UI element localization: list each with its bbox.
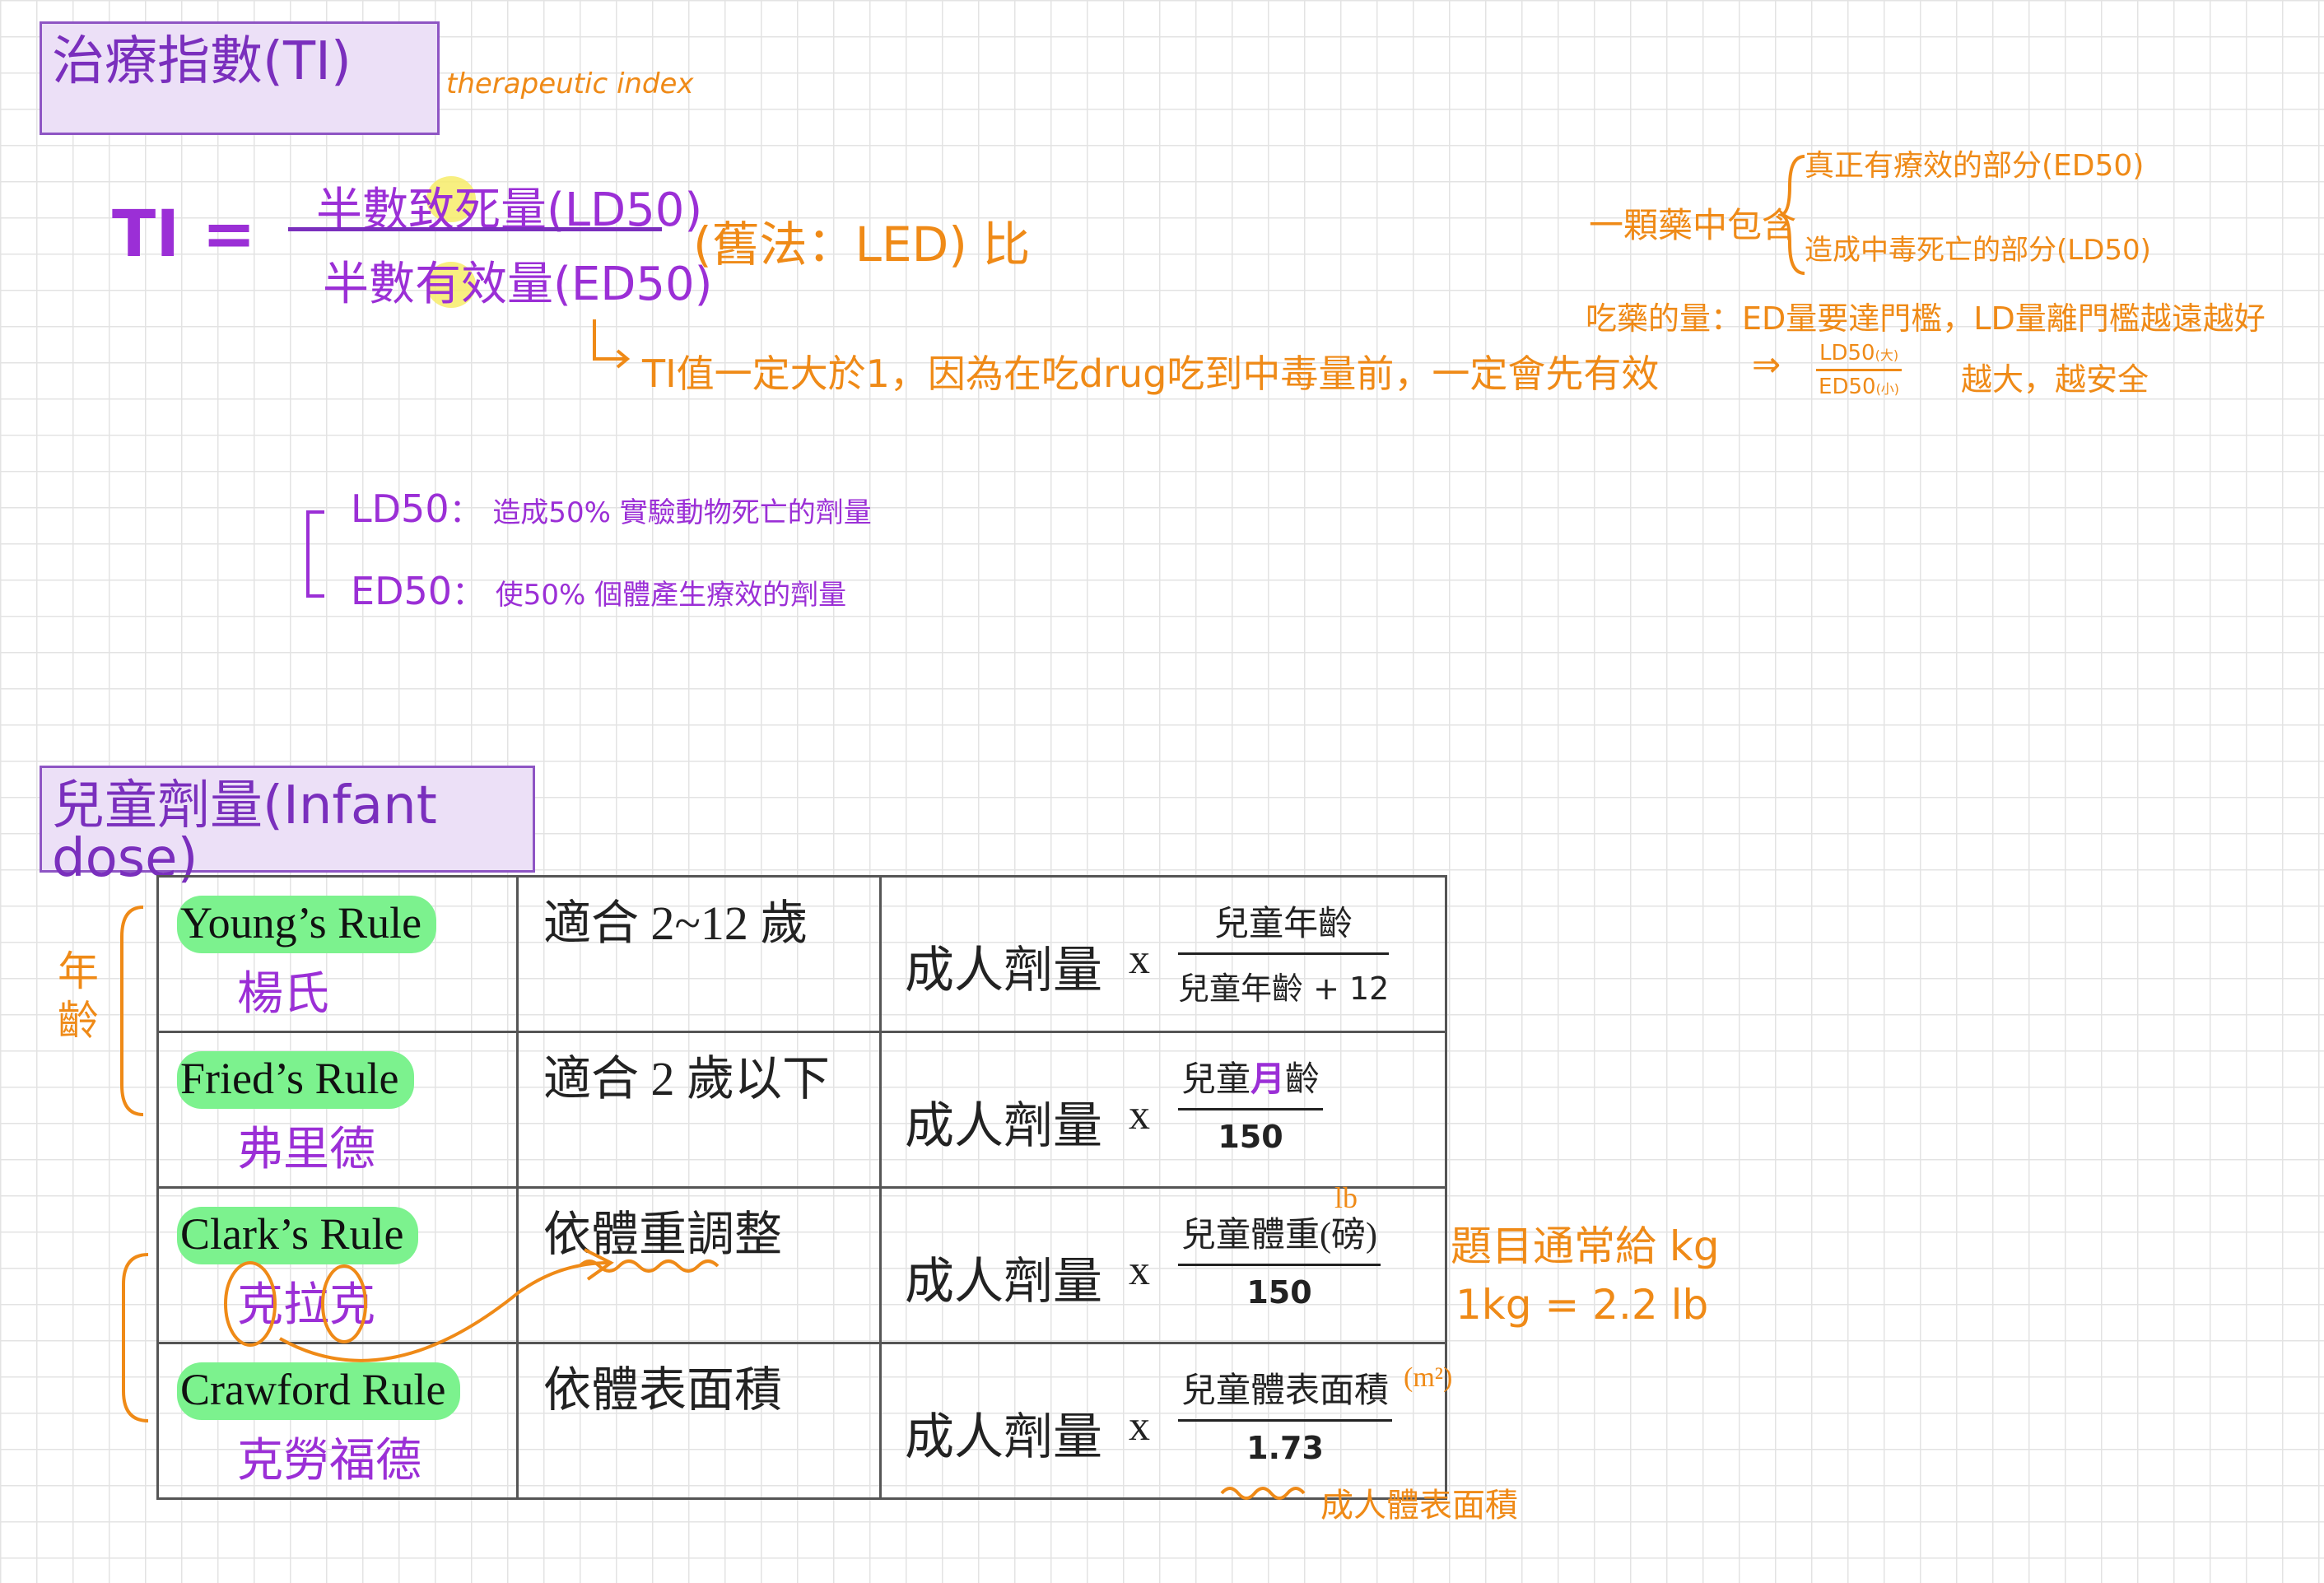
ti-title-english: therapeutic index <box>446 68 694 100</box>
rule-name-zh: 克勞福德 <box>237 1436 421 1487</box>
def-ed50: ED50： 使50% 個體產生療效的劑量 <box>351 569 847 613</box>
squiggle-underline-icon <box>578 1259 720 1273</box>
brace-icon <box>1778 155 1805 275</box>
note-kg: 題目通常給 kg <box>1451 1222 1720 1270</box>
ti-fraction-bar <box>288 227 662 231</box>
right-note-branch-b: 造成中毒死亡的部分(LD50) <box>1805 234 2151 267</box>
right-note-fraction: LD50(大) ED50(小) <box>1816 341 1903 399</box>
fraction-numerator: 兒童體表面積 <box>1178 1362 1393 1422</box>
fraction-numerator: 兒童體重(磅) <box>1178 1207 1381 1266</box>
rule-name: Fried’s Rule <box>177 1051 414 1109</box>
arrow-curve-icon <box>224 1248 614 1362</box>
adult-dose: 成人劑量 <box>905 943 1102 998</box>
multiply-sign: x <box>1129 1092 1150 1138</box>
fraction: 兒童月齡 150 <box>1178 1051 1324 1155</box>
rule-condition: 適合 2~12 歲 <box>516 875 882 1033</box>
def-text: 造成50% 實驗動物死亡的劑量 <box>492 496 872 529</box>
bracket-icon <box>120 906 144 1116</box>
right-note-prefix: 一顆藥中包含 <box>1589 205 1797 245</box>
rule-formula-cell: 成人劑量 x 兒童年齡 兒童年齡 + 12 <box>879 875 1447 1033</box>
infant-title: 兒童劑量(Infant dose) <box>52 775 437 889</box>
fraction-denominator: 兒童年齡 + 12 <box>1178 971 1390 1007</box>
m2-mark: (m²) <box>1404 1362 1453 1393</box>
table-row: Crawford Rule 克勞福德 依體表面積 成人劑量 x 兒童體表面積 1… <box>156 1342 1452 1500</box>
rule-name: Crawford Rule <box>177 1362 461 1420</box>
bracket-icon <box>306 510 324 598</box>
fraction: 兒童體表面積 1.73 <box>1178 1362 1393 1466</box>
right-note-branch-a: 真正有療效的部分(ED50) <box>1805 149 2145 183</box>
def-text: 使50% 個體產生療效的劑量 <box>495 579 847 612</box>
rule-condition: 依體表面積 <box>516 1342 882 1500</box>
multiply-sign: x <box>1129 1403 1150 1450</box>
adult-dose: 成人劑量 <box>905 1099 1102 1153</box>
fraction-denominator: 150 <box>1246 1274 1312 1311</box>
fraction-denominator: 150 <box>1218 1119 1283 1155</box>
right-note-line2: 吃藥的量：ED量要達門檻，LD量離門檻越遠越好 <box>1586 300 2266 337</box>
rule-name-zh: 弗里德 <box>237 1124 375 1176</box>
note-conversion: 1kg = 2.2 lb <box>1455 1281 1709 1329</box>
fraction: 兒童體重(磅) 150 <box>1178 1207 1381 1311</box>
highlight-mark <box>426 176 476 222</box>
ti-lhs: TI = <box>112 198 256 272</box>
infant-dose-table: Young’s Rule 楊氏 適合 2~12 歲 成人劑量 x 兒童年齡 兒童… <box>156 875 1452 1500</box>
rule-name: Clark’s Rule <box>177 1207 419 1264</box>
rule-formula-cell: 成人劑量 x 兒童體表面積 1.73 (m²) <box>879 1342 1452 1500</box>
multiply-sign: x <box>1129 1247 1150 1294</box>
highlight-mark <box>426 262 476 308</box>
rule-name-zh: 楊氏 <box>237 969 329 1020</box>
right-note-arrow: ⇒ <box>1752 344 1781 384</box>
adult-dose: 成人劑量 <box>905 1410 1102 1464</box>
rule-name-cell: Young’s Rule 楊氏 <box>156 875 519 1033</box>
ti-title-box: 治療指數(TI) <box>40 21 440 135</box>
side-label-age: 年齡 <box>58 947 99 1045</box>
right-note-conclusion: 越大，越安全 <box>1961 361 2149 398</box>
multiply-sign: x <box>1129 936 1150 983</box>
fraction-denominator: 1.73 <box>1246 1430 1324 1466</box>
ti-arrow-note: TI值一定大於1，因為在吃drug吃到中毒量前，一定會先有效 <box>642 352 1660 396</box>
arrow-down-right-icon <box>593 319 631 369</box>
crawford-den-note: 成人體表面積 <box>1320 1487 1518 1525</box>
month-mark: 月 <box>1250 1061 1286 1099</box>
def-ld50: LD50： 造成50% 實驗動物死亡的劑量 <box>351 487 872 531</box>
rule-formula-cell: 成人劑量 x 兒童體重(磅) 150 lb <box>879 1181 1447 1344</box>
table-row: Young’s Rule 楊氏 適合 2~12 歲 成人劑量 x 兒童年齡 兒童… <box>156 875 1447 1033</box>
rule-condition: 適合 2 歲以下 <box>516 1031 882 1189</box>
def-term: LD50 <box>351 487 449 531</box>
rule-name-cell: Clark’s Rule 克拉克 <box>156 1186 519 1344</box>
fraction-numerator: 兒童月齡 <box>1178 1051 1324 1110</box>
table-row: Fried’s Rule 弗里德 適合 2 歲以下 成人劑量 x 兒童月齡 15… <box>156 1031 1447 1189</box>
fraction-numerator: 兒童年齡 <box>1178 896 1390 955</box>
rule-name-zh: 克拉克 <box>237 1280 375 1331</box>
ti-alt-name: (舊法：LED) 比 <box>693 216 1031 272</box>
squiggle-underline-icon <box>1220 1487 1306 1500</box>
rule-name-cell: Crawford Rule 克勞福德 <box>156 1342 519 1500</box>
rule-name-cell: Fried’s Rule 弗里德 <box>156 1031 519 1189</box>
ti-denominator: 半數有效量(ED50) <box>323 258 713 311</box>
lb-mark: lb <box>1334 1181 1358 1214</box>
adult-dose: 成人劑量 <box>905 1255 1102 1309</box>
bracket-icon <box>122 1253 149 1422</box>
def-term: ED50 <box>351 569 453 613</box>
rule-formula-cell: 成人劑量 x 兒童月齡 150 <box>879 1031 1447 1189</box>
infant-title-box: 兒童劑量(Infant dose) <box>40 766 535 885</box>
ti-title: 治療指數(TI) <box>52 31 352 92</box>
fraction: 兒童年齡 兒童年齡 + 12 <box>1178 896 1390 1008</box>
table-row: Clark’s Rule 克拉克 依體重調整 成人劑量 x 兒童體重(磅) 15… <box>156 1181 1447 1344</box>
rule-name: Young’s Rule <box>177 896 437 953</box>
